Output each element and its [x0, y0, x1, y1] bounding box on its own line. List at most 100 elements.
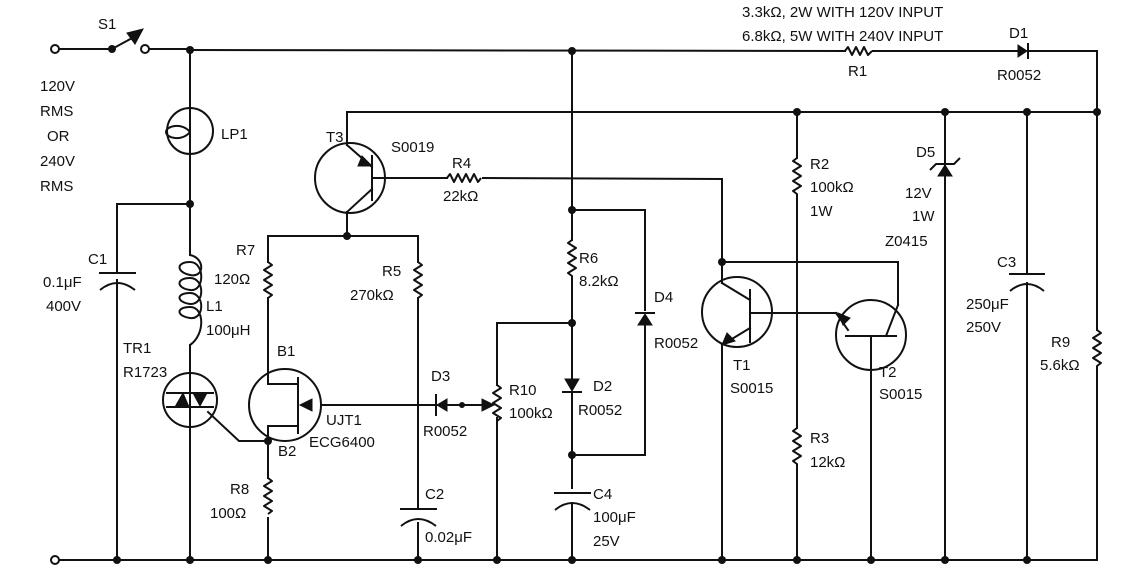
label-r2-rating: 1W — [810, 203, 833, 220]
input-label-line3: OR — [47, 128, 70, 145]
wire-r4-t1 — [481, 176, 724, 181]
label-r7: R7 — [236, 242, 255, 259]
input-label-line5: RMS — [40, 178, 73, 195]
label-t2-part: S0015 — [879, 386, 922, 403]
inductor-l1-icon — [178, 254, 203, 346]
transistor-t3-icon — [314, 142, 386, 214]
junction-dots — [113, 46, 1101, 564]
input-terminal-bottom — [50, 555, 60, 565]
label-d5: D5 — [916, 144, 935, 161]
diode-d2-icon — [562, 378, 582, 393]
label-r5-value: 270kΩ — [350, 287, 394, 304]
label-d1: D1 — [1009, 25, 1028, 42]
label-r7-value: 120Ω — [214, 271, 250, 288]
label-l1: L1 — [206, 298, 223, 315]
label-r1: R1 — [848, 63, 867, 80]
label-d1-part: R0052 — [997, 67, 1041, 84]
wires — [58, 48, 1098, 561]
resistor-r6-icon — [567, 239, 577, 285]
label-r4-value: 22kΩ — [443, 188, 478, 205]
label-r8-value: 100Ω — [210, 505, 246, 522]
label-d4-part: R0052 — [654, 335, 698, 352]
label-t1: T1 — [733, 357, 751, 374]
label-t2: T2 — [879, 364, 897, 381]
label-b2: B2 — [278, 443, 296, 460]
input-label-line2: RMS — [40, 103, 73, 120]
label-b1: B1 — [277, 343, 295, 360]
label-d3-part: R0052 — [423, 423, 467, 440]
wire-gate-b2 — [206, 410, 269, 442]
label-c4-value: 100μF — [593, 509, 636, 526]
label-c3: C3 — [997, 254, 1016, 271]
label-t1-part: S0015 — [730, 380, 773, 397]
label-c3-value: 250μF — [966, 296, 1009, 313]
capacitor-c3-icon — [1009, 273, 1045, 292]
label-d2-part: R0052 — [578, 402, 622, 419]
label-c1-rating: 400V — [46, 298, 81, 315]
resistor-r8-icon — [263, 477, 273, 515]
label-d4: D4 — [654, 289, 673, 306]
transistor-t2-icon — [834, 299, 907, 371]
label-r8: R8 — [230, 481, 249, 498]
label-t3-part: S0019 — [391, 139, 434, 156]
label-c2: C2 — [425, 486, 444, 503]
label-c2-value: 0.02μF — [425, 529, 472, 546]
label-d5-part: Z0415 — [885, 233, 928, 250]
label-lp1: LP1 — [221, 126, 248, 143]
resistor-r7-icon — [263, 261, 273, 299]
label-c1: C1 — [88, 251, 107, 268]
label-r9: R9 — [1051, 334, 1070, 351]
resistor-r3-icon — [792, 427, 802, 468]
label-d2: D2 — [593, 378, 612, 395]
label-c1-value: 0.1μF — [43, 274, 82, 291]
resistor-r5-icon — [413, 261, 423, 299]
label-r1-note-line2: 6.8kΩ, 5W WITH 240V INPUT — [742, 28, 943, 45]
triac-tr1-icon — [162, 369, 218, 431]
input-label-line4: 240V — [40, 153, 75, 170]
label-r6: R6 — [579, 250, 598, 267]
label-l1-value: 100μH — [206, 322, 251, 339]
resistor-r4-icon — [446, 173, 482, 183]
diode-d1-icon — [1017, 43, 1029, 59]
label-r5: R5 — [382, 263, 401, 280]
capacitor-c1-icon — [99, 272, 136, 291]
label-c3-rating: 250V — [966, 319, 1001, 336]
resistor-r2-icon — [792, 157, 802, 198]
input-label-line1: 120V — [40, 78, 75, 95]
label-d3: D3 — [431, 368, 450, 385]
label-r2: R2 — [810, 156, 829, 173]
ujt-ujt1-icon — [248, 368, 322, 442]
label-r1-note-line1: 3.3kΩ, 2W WITH 120V INPUT — [742, 4, 943, 21]
switch-terminal — [140, 44, 150, 54]
capacitor-c4-icon — [554, 492, 591, 511]
label-tr1: TR1 — [123, 340, 151, 357]
label-r10-value: 100kΩ — [509, 405, 553, 422]
transistor-t1-icon — [701, 261, 773, 348]
label-r4: R4 — [452, 155, 471, 172]
label-tr1-part: R1723 — [123, 364, 167, 381]
switch-s1[interactable] — [108, 28, 144, 53]
potentiometer-r10-icon — [481, 384, 502, 422]
label-d5-value: 12V — [905, 185, 932, 202]
wire-top-rail — [188, 48, 847, 53]
resistor-r1-icon — [844, 46, 873, 56]
diode-d4-icon — [635, 312, 655, 326]
label-r3: R3 — [810, 430, 829, 447]
zener-d5-icon — [929, 157, 961, 177]
label-r3-value: 12kΩ — [810, 454, 845, 471]
label-r6-value: 8.2kΩ — [579, 273, 619, 290]
label-s1: S1 — [98, 16, 116, 33]
label-r2-value: 100kΩ — [810, 179, 854, 196]
label-ujt1: UJT1 — [326, 412, 362, 429]
capacitor-c2-icon — [400, 508, 437, 527]
label-r9-value: 5.6kΩ — [1040, 357, 1080, 374]
resistor-r9-icon — [1092, 329, 1102, 370]
diode-d3-icon — [435, 394, 448, 416]
input-terminal-top — [50, 44, 60, 54]
label-c4: C4 — [593, 486, 612, 503]
label-ujt1-part: ECG6400 — [309, 434, 375, 451]
label-r10: R10 — [509, 382, 537, 399]
label-t3: T3 — [326, 129, 344, 146]
label-d5-rating: 1W — [912, 208, 935, 225]
